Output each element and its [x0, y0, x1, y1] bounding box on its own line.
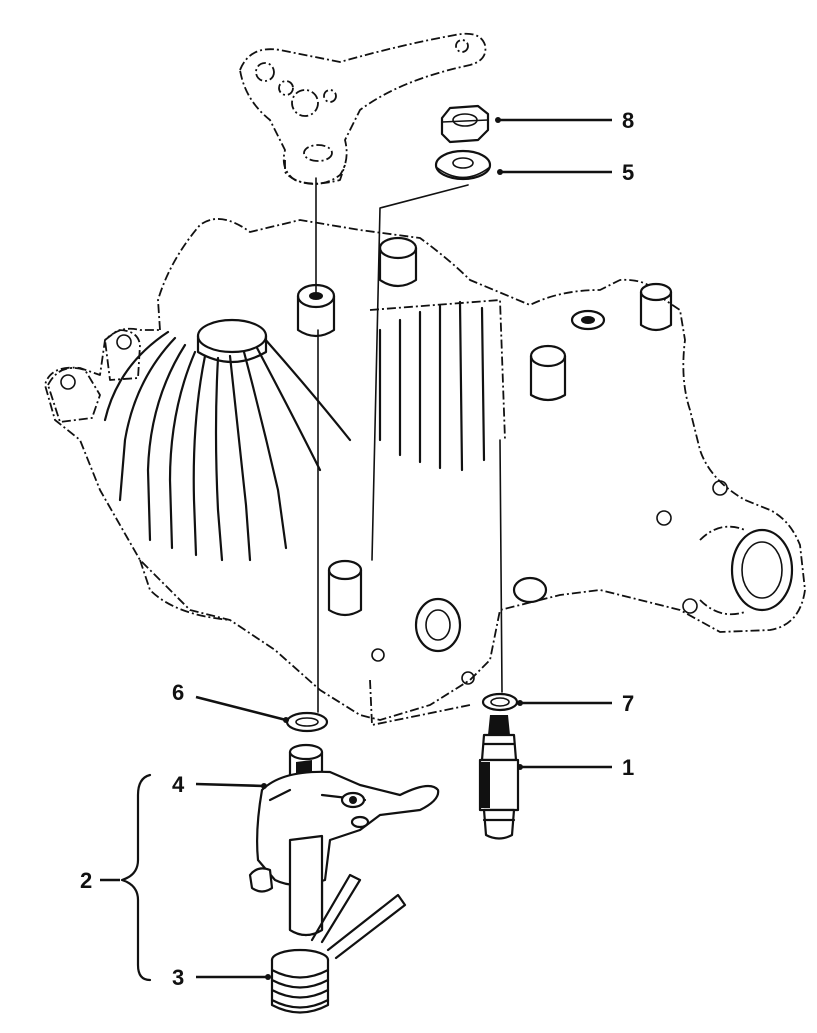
callout-leaders [100, 117, 612, 980]
callout-5: 5 [622, 160, 634, 185]
spring-part [270, 873, 407, 1014]
callout-7: 7 [622, 691, 634, 716]
shaft-lines [315, 177, 503, 713]
o-ring-left [285, 711, 329, 733]
bracket-arm [239, 32, 487, 185]
callout-3: 3 [172, 965, 184, 990]
callout-8: 8 [622, 108, 634, 133]
arm-shaft-assembly [248, 743, 440, 937]
callout-6: 6 [172, 680, 184, 705]
o-ring-right [481, 692, 519, 712]
callout-1: 1 [622, 755, 634, 780]
callout-2: 2 [80, 868, 92, 893]
callout-4: 4 [172, 772, 185, 797]
transaxle-housing [44, 218, 806, 726]
washer-part [434, 149, 492, 181]
valve-part [478, 715, 520, 840]
nut-part [440, 104, 490, 144]
group-brace [120, 773, 152, 982]
